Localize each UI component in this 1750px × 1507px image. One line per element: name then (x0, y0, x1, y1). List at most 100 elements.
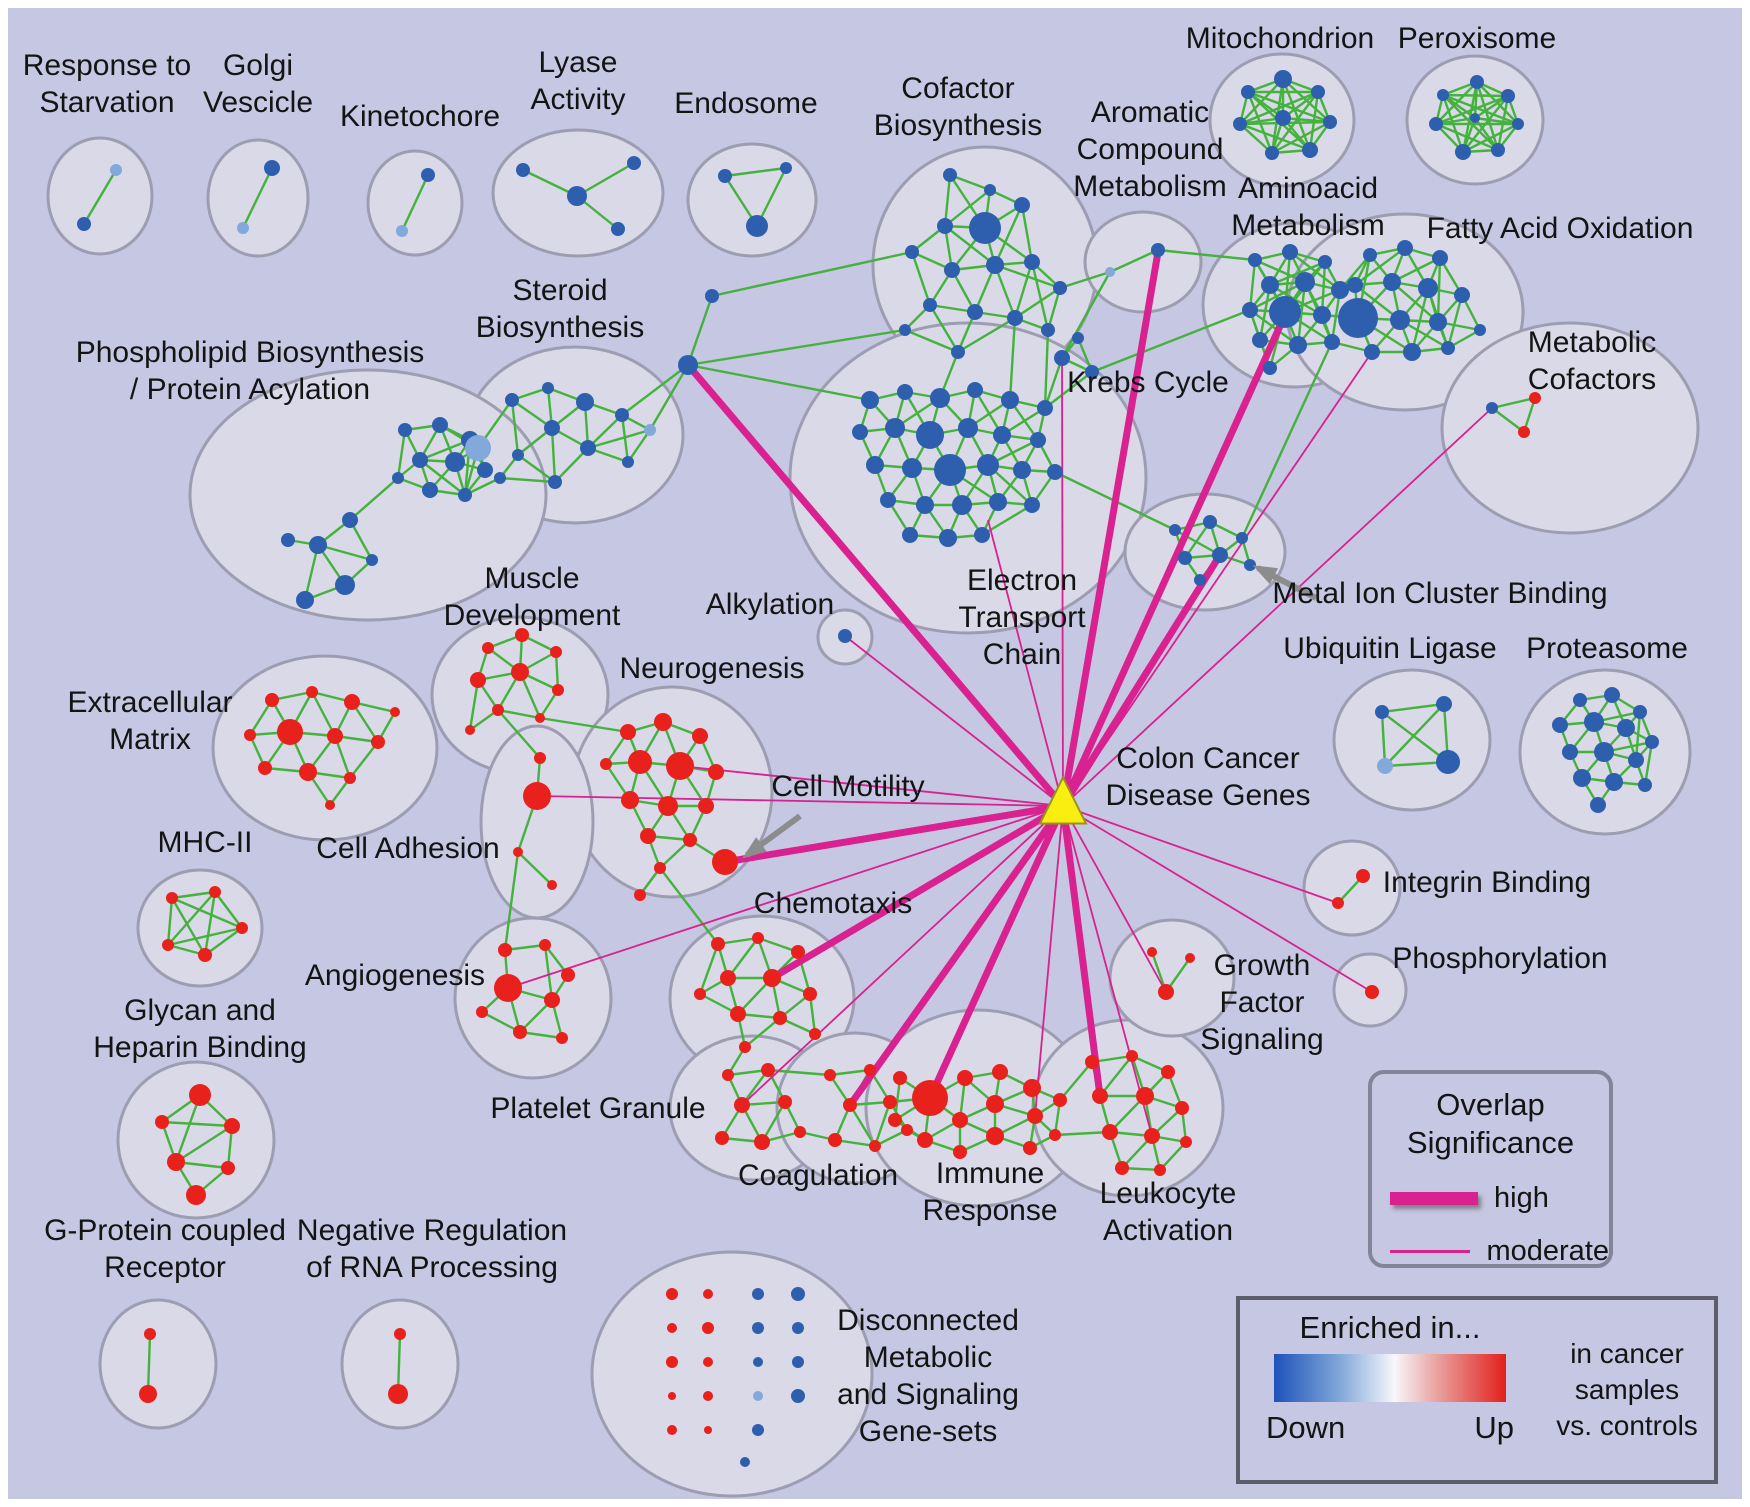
gene-set-edge (993, 264, 1017, 319)
gene-set-node (1252, 332, 1268, 348)
gene-set-node (1332, 897, 1344, 909)
gene-set-node (1241, 85, 1255, 99)
gene-set-node (957, 1070, 973, 1086)
high-significance-swatch (1390, 1192, 1478, 1205)
gene-set-node (1390, 310, 1410, 330)
gene-set-node (628, 750, 652, 774)
gene-set-edge (1060, 271, 1112, 359)
gene-set-edge (587, 428, 651, 450)
gene-set-edge (510, 399, 520, 456)
gene-set-node (470, 672, 486, 688)
gene-set-edge (1643, 741, 1654, 786)
overlap-link-electron-transport-chain (987, 519, 1064, 807)
gene-set-node (445, 452, 465, 472)
gene-set-node (1024, 497, 1040, 513)
gene-set-node (912, 1080, 948, 1116)
gene-set-node (327, 728, 343, 744)
gene-set-node (1338, 298, 1378, 338)
cluster-ellipse-metabolic-cofactors (1440, 321, 1700, 535)
gene-set-node (144, 1328, 156, 1340)
gene-set-node (547, 880, 557, 890)
gene-set-node (1318, 255, 1332, 269)
cluster-ellipse-angiogenesis (453, 916, 613, 1080)
cluster-ellipse-endosome (686, 142, 818, 258)
gene-set-edge (204, 927, 243, 956)
gene-set-edge (873, 1101, 892, 1147)
gene-set-node (1397, 240, 1413, 256)
cluster-label-platelet-granule: Platelet Granule (490, 1092, 705, 1125)
gene-set-edge (1442, 94, 1499, 151)
gene-set-edge (1109, 248, 1159, 274)
gene-set-edge (910, 251, 932, 306)
gene-set-node (535, 713, 545, 723)
gene-set-node (993, 426, 1011, 444)
gene-set-edge (1043, 357, 1064, 409)
gene-set-node (1512, 118, 1524, 130)
gene-set-node (791, 1287, 805, 1301)
down-label: Down (1266, 1410, 1346, 1445)
gene-set-node (1007, 310, 1023, 326)
gene-set-node (1013, 461, 1031, 479)
gene-set-node (678, 355, 698, 375)
gene-set-edge (1044, 371, 1093, 409)
gene-set-edge (1462, 122, 1519, 154)
gene-set-edge (1354, 247, 1406, 286)
gene-set-edge (161, 1120, 233, 1128)
cluster-label-chemotaxis: Chemotaxis (754, 887, 912, 920)
gene-set-node (1436, 696, 1452, 712)
gene-set-edge (1282, 78, 1331, 123)
cluster-label-phospholipid-biosynthesis-protein-acylation: Phospholipid Biosynthesis/ Protein Acyla… (76, 336, 425, 406)
gene-set-node (705, 289, 719, 303)
cluster-ellipse-aromatic-compound-metabolism (1083, 210, 1203, 314)
gene-set-node (264, 160, 280, 176)
gene-set-node (1470, 75, 1484, 89)
gene-set-edge (303, 544, 320, 601)
overlap-link-immune-response (926, 804, 1067, 1100)
gene-set-node (734, 1097, 750, 1113)
gene-set-edge (1184, 521, 1211, 559)
gene-set-edge (949, 173, 991, 192)
gene-set-node (704, 1426, 712, 1434)
gene-set-node (1178, 551, 1192, 565)
cluster-label-fatty-acid-oxidation: Fatty Acid Oxidation (1427, 212, 1694, 245)
overlap-link-alkylation (844, 635, 1064, 807)
gene-set-node (552, 684, 564, 696)
gene-set-edge (481, 1010, 521, 1034)
gene-set-node (561, 968, 575, 982)
gene-set-edge (744, 1017, 781, 1048)
gene-set-edge (687, 363, 871, 402)
gene-set-node (1194, 574, 1206, 586)
gene-set-node (1261, 276, 1279, 294)
gene-set-node (974, 527, 990, 543)
gene-set-node (1161, 1065, 1175, 1079)
gene-set-edge (621, 364, 689, 416)
gene-set-node (967, 382, 983, 398)
gene-set-node (166, 892, 178, 904)
gene-set-node (198, 948, 212, 962)
gene-set-node (189, 1084, 211, 1106)
gene-set-edge (1269, 260, 1326, 287)
gene-set-edge (848, 1104, 877, 1147)
gene-set-node (1144, 1128, 1160, 1144)
gene-set-edge (687, 328, 906, 367)
gene-set-node (666, 1356, 678, 1368)
gene-set-node (780, 162, 792, 174)
gene-set-node (893, 1071, 907, 1085)
gene-set-edge (550, 427, 557, 483)
gene-set-node (505, 393, 519, 407)
overlap-link-metabolic-cofactors (1062, 407, 1493, 807)
gene-set-edge (727, 937, 759, 979)
cluster-label-ubiquitin-ligase: Ubiquitin Ligase (1283, 632, 1496, 665)
gene-set-node (809, 1028, 821, 1040)
gene-set-node (952, 495, 972, 515)
gene-set-node (1518, 426, 1530, 438)
gene-set-node (277, 719, 303, 745)
gene-set-node (1364, 344, 1380, 360)
gene-set-node (236, 922, 248, 934)
gene-set-node (1356, 869, 1370, 883)
gene-set-node (1633, 705, 1647, 719)
gene-set-node (1001, 391, 1019, 409)
gene-set-node (883, 1095, 897, 1109)
